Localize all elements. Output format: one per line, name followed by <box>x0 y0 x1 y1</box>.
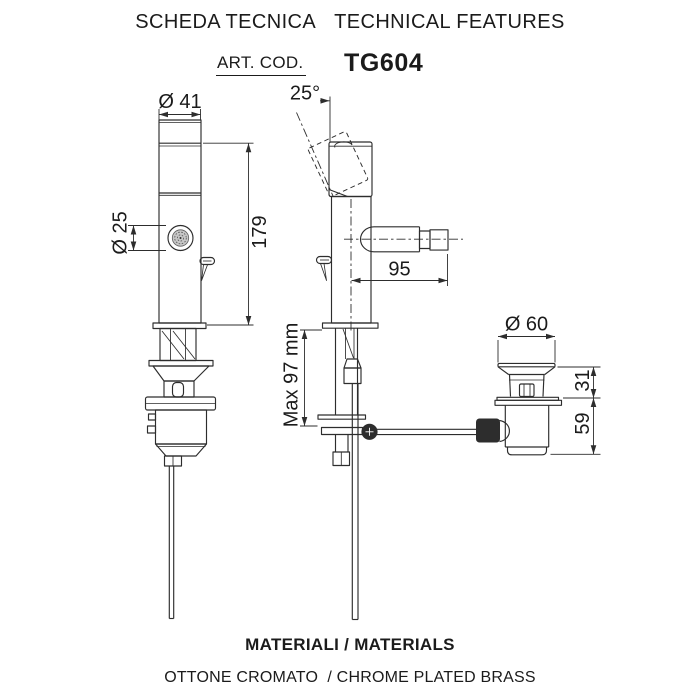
dim-label-d25: Ø 25 <box>110 211 132 254</box>
dim-spout-reach: 95 <box>351 254 448 286</box>
article-code-label: ART. COD. <box>216 53 307 76</box>
materials-value: OTTONE CROMATO / CHROME PLATED BRASS <box>164 669 536 686</box>
page-title: SCHEDA TECNICA TECHNICAL FEATURES <box>0 11 700 34</box>
popup-lever-front <box>315 255 333 281</box>
dim-label-179: 179 <box>249 215 271 248</box>
dim-label-d41: Ø 41 <box>158 91 201 113</box>
dim-max-thickness: Max 97 mm <box>281 323 322 427</box>
dim-label-59: 59 <box>572 412 594 434</box>
title-italian: SCHEDA TECNICA <box>135 11 317 33</box>
title-english: TECHNICAL FEATURES <box>334 11 565 33</box>
side-view-drawing <box>144 119 217 620</box>
front-view-drawing <box>296 96 479 621</box>
handle-tilted-ghost <box>307 131 369 198</box>
dim-body-height: 179 <box>203 142 271 326</box>
dim-label-d60: Ø 60 <box>505 314 548 336</box>
dim-label-95: 95 <box>388 259 410 281</box>
popup-lever-side <box>199 256 216 281</box>
spout <box>344 226 463 253</box>
dim-label-max97: Max 97 mm <box>281 323 303 427</box>
dim-label-25deg: 25° <box>290 83 320 105</box>
dim-aerator-diameter: Ø 25 <box>110 211 166 255</box>
ball-joint <box>361 423 378 440</box>
drain-view-drawing <box>476 362 563 456</box>
materials-heading: MATERIALI / MATERIALS <box>245 635 455 654</box>
dim-drain-diameter: Ø 60 <box>497 314 556 363</box>
linkage-knob <box>476 418 510 443</box>
article-code-value: TG604 <box>344 49 424 77</box>
dim-top-diameter: Ø 41 <box>158 91 202 120</box>
aerator-face <box>167 224 194 252</box>
dim-drain-heights: 31 59 <box>550 366 601 455</box>
dim-label-31: 31 <box>572 369 594 391</box>
